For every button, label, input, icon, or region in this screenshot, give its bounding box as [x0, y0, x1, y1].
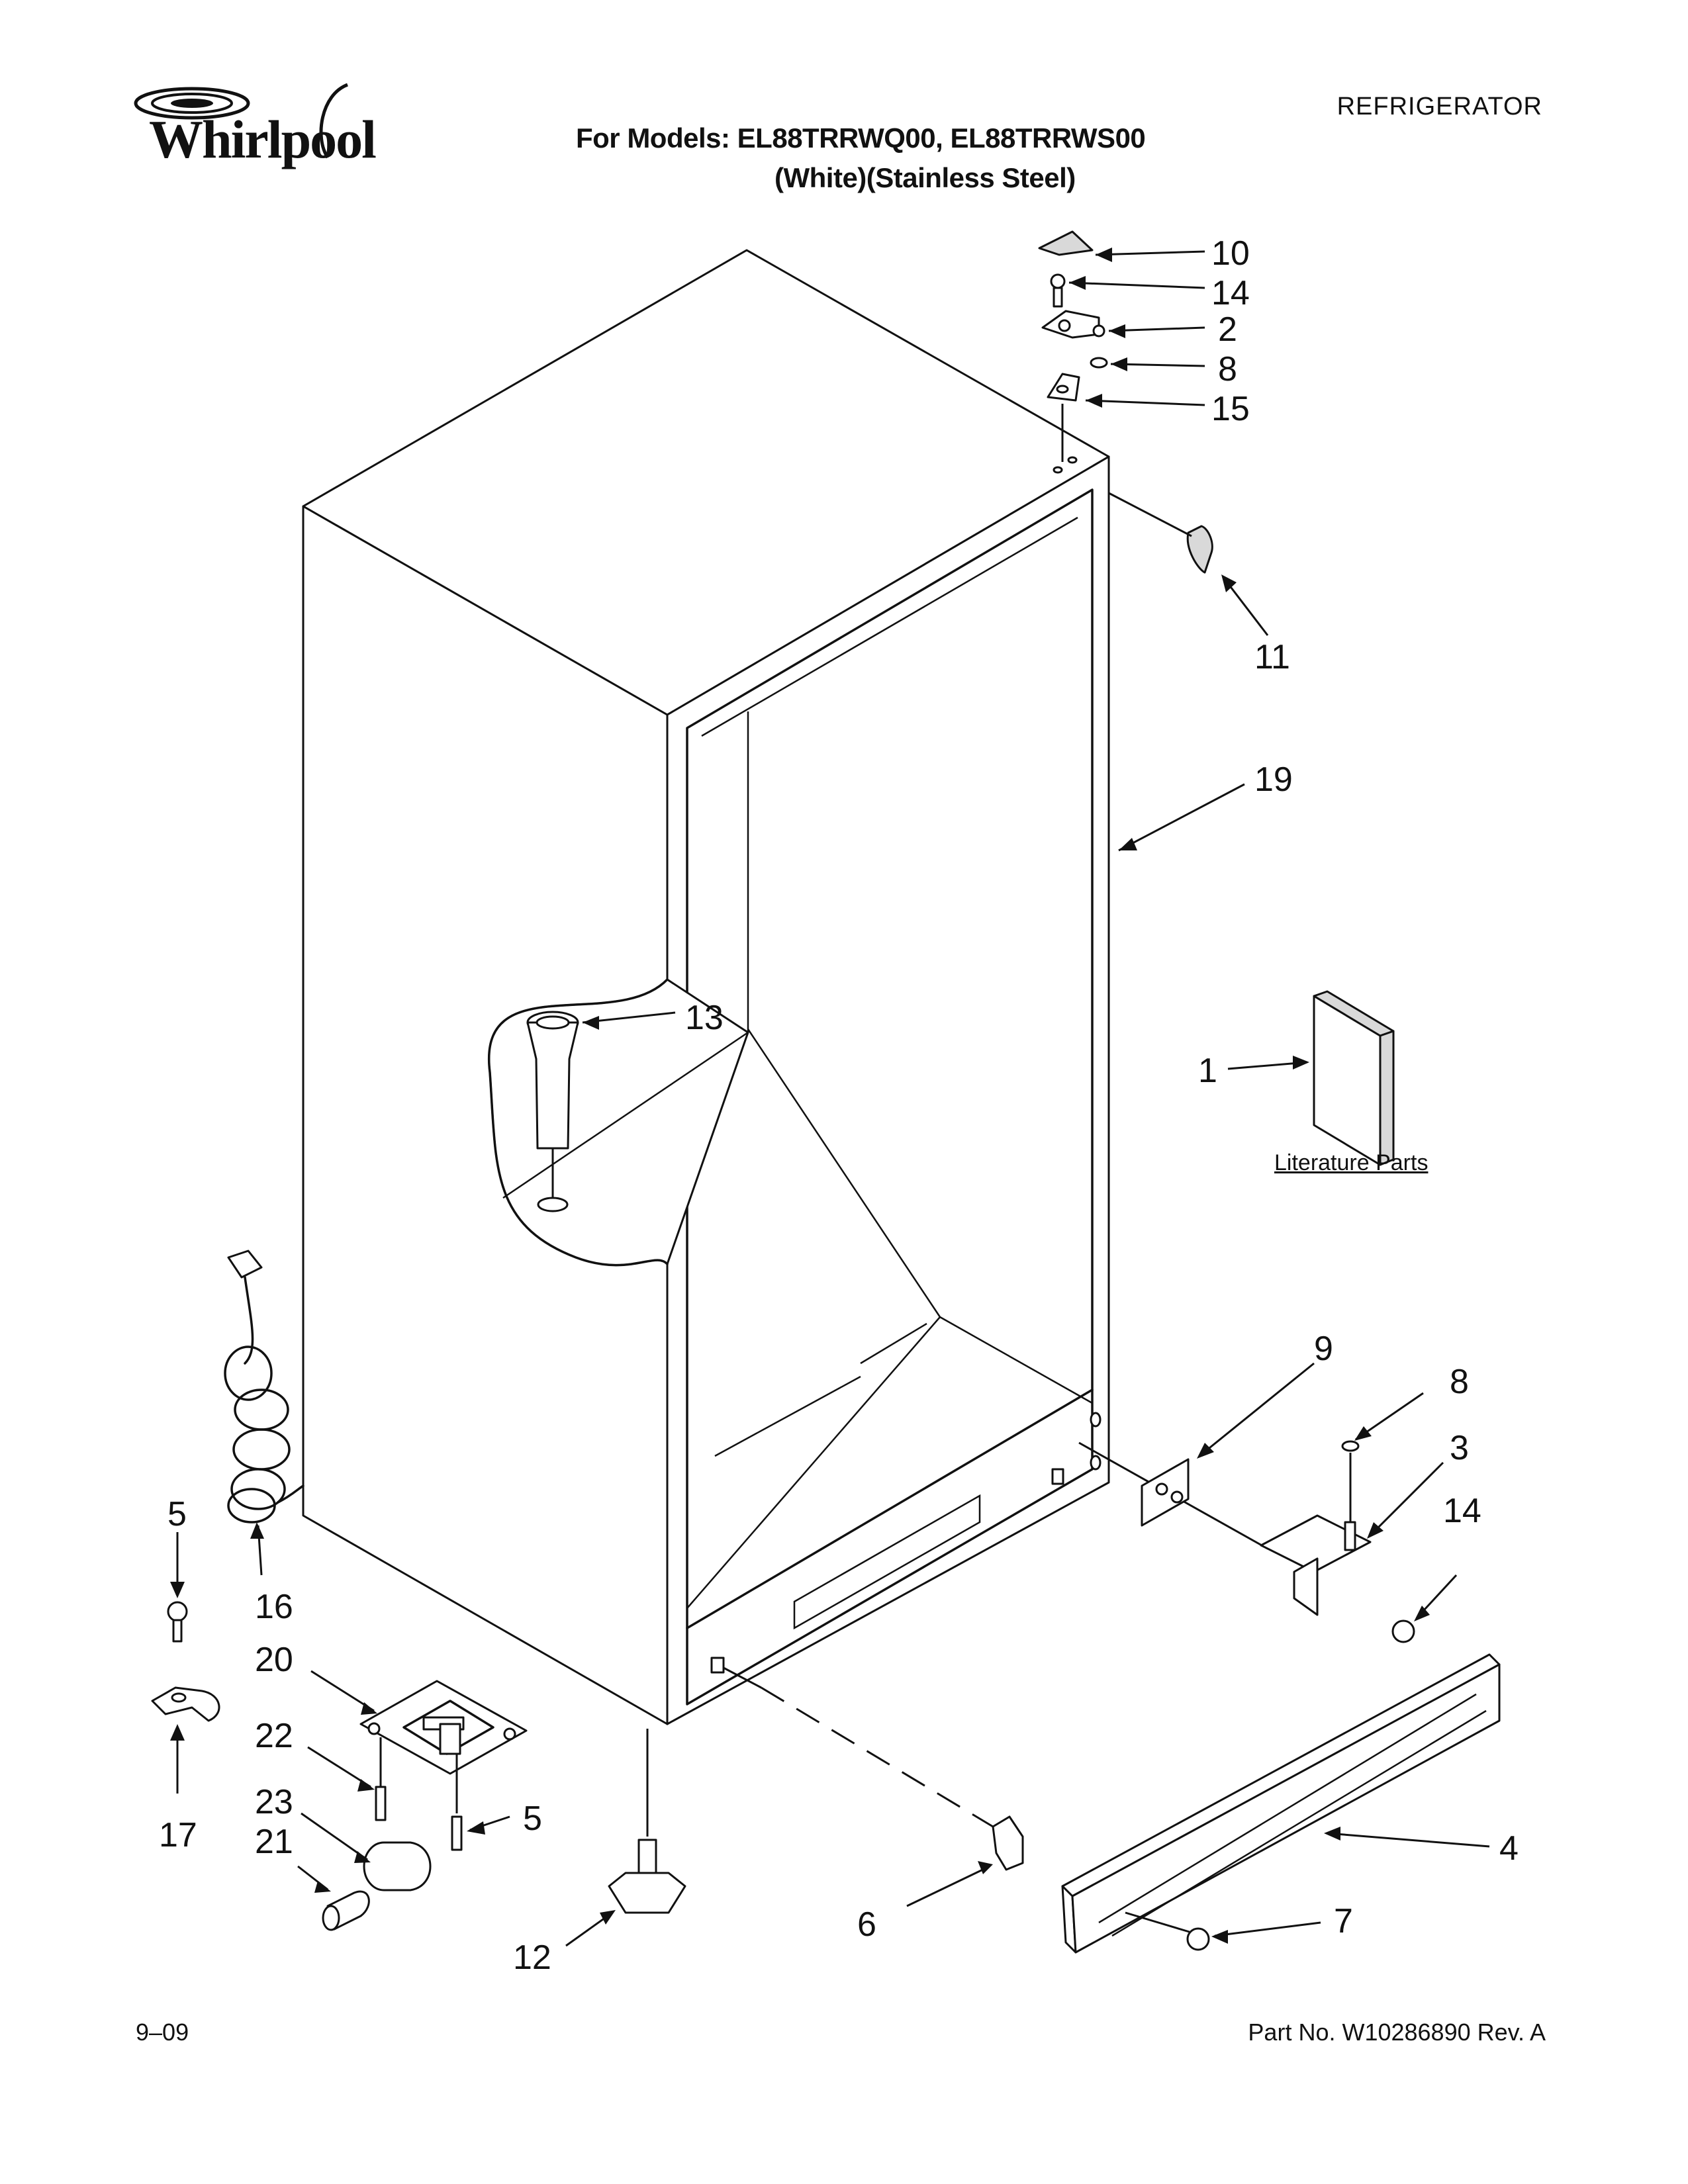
- callout-9: 9: [1314, 1330, 1333, 1368]
- callout-17: 17: [159, 1816, 197, 1854]
- literature-part: [1227, 990, 1395, 1166]
- callout-14-top: 14: [1211, 274, 1250, 312]
- callout-5-left: 5: [167, 1495, 187, 1533]
- appliance-category: REFRIGERATOR: [1336, 93, 1542, 120]
- callout-7: 7: [1334, 1902, 1353, 1940]
- callout-12: 12: [513, 1938, 551, 1977]
- callout-3: 3: [1450, 1429, 1469, 1467]
- callout-20: 20: [255, 1641, 293, 1679]
- leveling-leg-part: [565, 1729, 686, 1947]
- callout-23: 23: [255, 1783, 293, 1821]
- cord-clamp-parts: [151, 1532, 220, 1794]
- callout-19: 19: [1254, 760, 1293, 799]
- cabinet-leader: [1118, 783, 1245, 852]
- revision-date: 9–09: [136, 2019, 189, 2046]
- callout-22: 22: [255, 1717, 293, 1755]
- callout-11: 11: [1254, 638, 1290, 676]
- drain-tube-part: [526, 1011, 676, 1212]
- swirl-logo-icon: [134, 83, 348, 159]
- callout-16: 16: [255, 1588, 293, 1626]
- brand-name: Whirlpool: [149, 109, 377, 169]
- callout-21: 21: [255, 1823, 293, 1861]
- cabinet-body: [302, 249, 1110, 1725]
- callout-8-top: 8: [1218, 350, 1237, 388]
- callout-8-bottom: 8: [1450, 1363, 1469, 1401]
- power-cord-part: [224, 1250, 305, 1576]
- callout-4: 4: [1499, 1829, 1519, 1868]
- callout-15: 15: [1211, 390, 1250, 428]
- callout-labels: 10 14 2 8 15 11 19 13 1 9 8 3 14 5 16 20…: [159, 234, 1519, 1977]
- callout-13: 13: [685, 999, 724, 1037]
- top-hinge-parts: [1038, 230, 1205, 462]
- colors-line: (White)(Stainless Steel): [774, 162, 1076, 193]
- models-line: For Models: EL88TRRWQ00, EL88TRRWS00: [576, 122, 1146, 154]
- callout-2: 2: [1218, 310, 1237, 349]
- callout-5-bracket: 5: [523, 1799, 542, 1838]
- literature-parts-caption: Literature Parts: [1274, 1150, 1429, 1175]
- callout-14-bottom: 14: [1443, 1492, 1481, 1530]
- callout-10: 10: [1211, 234, 1250, 273]
- hinge-cover-part: [1108, 492, 1269, 636]
- brand-logo: Whirlpool: [129, 78, 394, 171]
- callout-6: 6: [857, 1905, 876, 1944]
- callout-1: 1: [1198, 1052, 1217, 1090]
- toe-grille-parts: [723, 1653, 1501, 1954]
- rear-bracket-parts: [297, 1670, 528, 1931]
- part-number: Part No. W10286890 Rev. A: [1248, 2019, 1546, 2046]
- bottom-hinge-parts: [1078, 1362, 1458, 1643]
